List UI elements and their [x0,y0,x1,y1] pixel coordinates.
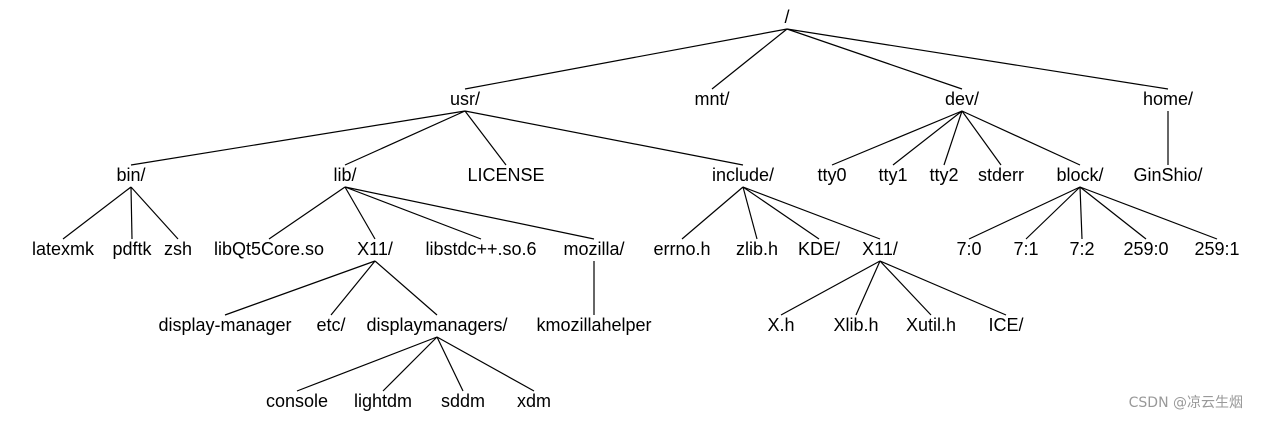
node-kmozillahelper: kmozillahelper [536,315,651,335]
edge-block-b72 [1079,186,1083,240]
edge-include-errno [681,186,744,240]
edge-block-b71 [1025,186,1081,240]
node-console: console [266,391,328,411]
node-include: include/ [712,165,774,185]
node-latexmk: latexmk [32,239,95,259]
node-include-x11: X11/ [862,239,898,259]
edge-usr-lib [344,110,466,166]
node-b2590: 259:0 [1123,239,1168,259]
node-pdftk: pdftk [112,239,152,259]
edge-displaymanagers-xdm [436,336,535,392]
node-xdm: xdm [517,391,551,411]
node-license: LICENSE [467,165,544,185]
edge-lib-libqt5core [268,186,346,240]
node-root: / [784,7,789,27]
edge-root-usr [464,28,788,90]
edge-dev-stderr [961,110,1002,166]
node-xh: X.h [767,315,794,335]
edge-block-b2591 [1079,186,1218,240]
node-tty0: tty0 [817,165,846,185]
node-errno: errno.h [653,239,710,259]
node-sddm: sddm [441,391,485,411]
edge-lib-libstdc [344,186,482,240]
node-tty1: tty1 [878,165,907,185]
edge-usr-include [464,110,744,166]
node-bin: bin/ [116,165,145,185]
node-libstdc: libstdc++.so.6 [425,239,536,259]
edge-displaymanagers-console [296,336,438,392]
node-b71: 7:1 [1013,239,1038,259]
node-lightdm: lightdm [354,391,412,411]
tree-edges [62,28,1218,392]
edge-lib-x11-etc [330,260,376,316]
node-mozilla: mozilla/ [563,239,624,259]
node-xutilh: Xutil.h [906,315,956,335]
edge-include-kde [742,186,820,240]
edge-root-home [786,28,1169,90]
edge-include-x11-xh [780,260,881,316]
node-xlibh: Xlib.h [833,315,878,335]
node-kde: KDE/ [798,239,840,259]
node-libqt5core: libQt5Core.so [214,239,324,259]
edge-include-x11-ice [879,260,1007,316]
edge-root-dev [786,28,963,90]
node-home: home/ [1143,89,1193,109]
node-mnt: mnt/ [694,89,729,109]
node-usr: usr/ [450,89,480,109]
node-zlib: zlib.h [736,239,778,259]
node-displaymanagers: displaymanagers/ [366,315,507,335]
node-display-manager: display-manager [158,315,291,335]
edge-include-include-x11 [742,186,881,240]
node-block: block/ [1056,165,1103,185]
watermark: CSDN @凉云生烟 [1128,395,1243,411]
edge-displaymanagers-lightdm [382,336,438,392]
node-b70: 7:0 [956,239,981,259]
edge-lib-mozilla [344,186,595,240]
node-b72: 7:2 [1069,239,1094,259]
node-ginshio: GinShio/ [1133,165,1202,185]
node-tty2: tty2 [929,165,958,185]
edge-include-x11-xlibh [855,260,881,316]
edge-displaymanagers-sddm [436,336,464,392]
edge-bin-latexmk [62,186,132,240]
tree-labels: / usr/bin/latexmk pdftk zsh lib/libQt5Core.s… [32,7,1240,411]
edge-block-b70 [968,186,1081,240]
edge-lib-x11-display-manager [224,260,376,316]
edge-dev-block [961,110,1081,166]
edge-include-zlib [742,186,758,240]
node-ice: ICE/ [988,315,1023,335]
node-lib-x11: X11/ [357,239,393,259]
edge-usr-bin [130,110,466,166]
edge-dev-tty2 [943,110,963,166]
node-etc: etc/ [316,315,345,335]
node-stderr: stderr [978,165,1024,185]
edge-block-b2590 [1079,186,1147,240]
node-b2591: 259:1 [1194,239,1239,259]
edge-lib-x11-displaymanagers [374,260,438,316]
node-lib: lib/ [333,165,356,185]
edge-include-x11-xutilh [879,260,932,316]
edge-bin-pdftk [130,186,133,240]
edge-dev-tty1 [892,110,963,166]
node-zsh: zsh [164,239,192,259]
node-dev: dev/ [945,89,979,109]
edge-usr-license [464,110,507,166]
edge-lib-lib-x11 [344,186,376,240]
edge-dev-tty0 [831,110,963,166]
edge-bin-zsh [130,186,179,240]
edge-root-mnt [711,28,788,90]
